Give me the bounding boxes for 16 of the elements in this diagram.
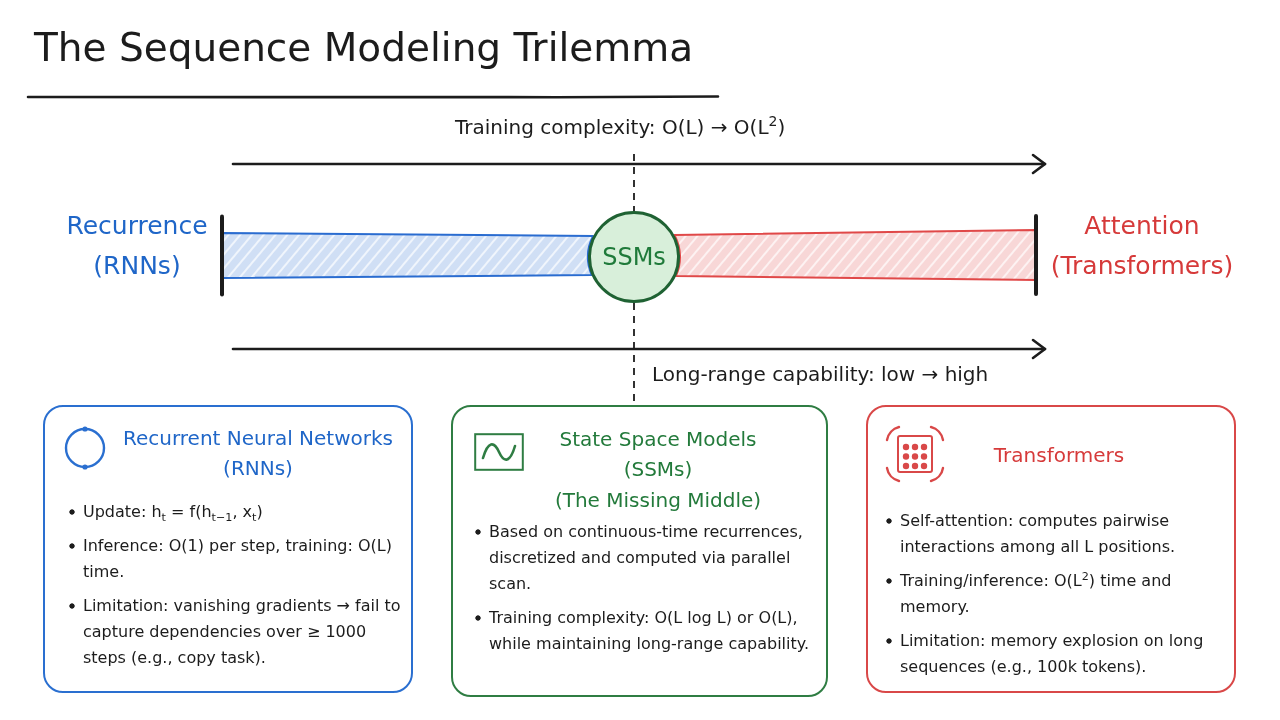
card-heading: Recurrent Neural Networks (RNNs) (121, 425, 395, 482)
spectrum-bar (220, 214, 595, 297)
diagram-title: The Sequence Modeling Trilemma (34, 24, 694, 72)
axis-label: Training complexity: O(L) → O(L$^{2}$) (455, 114, 786, 140)
spectrum-end-label: Recurrence (RNNs) (52, 206, 222, 286)
spectrum-end-label: Attention (Transformers) (1036, 206, 1248, 286)
spectrum-bar (673, 214, 1038, 296)
info-card (43, 405, 413, 693)
circle-node: SSMs (588, 211, 680, 303)
card-heading: Transformers (992, 442, 1126, 469)
dashed-line (633, 153, 635, 212)
card-heading: State Space Models (SSMs) (558, 426, 758, 483)
card-subtitle: (The Missing Middle) (553, 487, 763, 514)
axis-label: Long-range capability: low → high (652, 361, 989, 387)
info-card (451, 405, 828, 697)
info-card (866, 405, 1236, 693)
